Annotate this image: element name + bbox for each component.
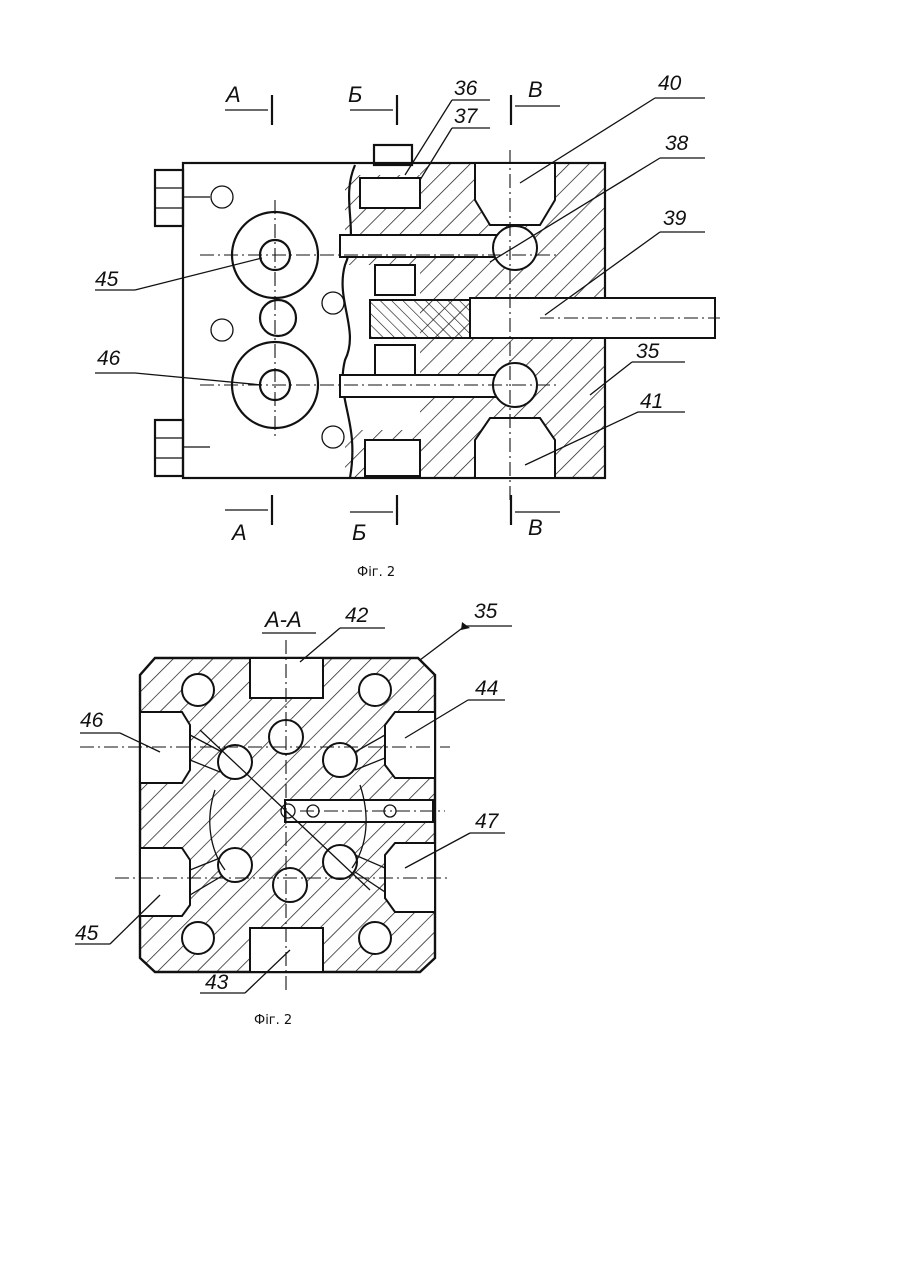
label-39: 39 — [663, 207, 687, 230]
bolt-head-bottom-left — [155, 420, 183, 476]
section-mark-a-bottom: А — [230, 520, 247, 545]
label-41: 41 — [640, 390, 663, 413]
section-mark-v-bottom: В — [528, 515, 543, 540]
label-43: 43 — [205, 971, 229, 994]
ball-valve-top — [493, 226, 537, 270]
label-45: 45 — [95, 268, 119, 291]
label-36: 36 — [454, 77, 478, 100]
top-view-figure: А Б В А Б В 36 37 38 39 40 35 41 45 46 — [95, 72, 720, 545]
label-37: 37 — [454, 105, 479, 128]
section-mark-b-bottom: Б — [352, 520, 366, 545]
label-44: 44 — [475, 677, 498, 700]
label-45-bottom: 45 — [75, 922, 99, 945]
seat-top-40 — [475, 163, 555, 225]
bolt-head-top-left — [155, 170, 183, 226]
label-46-bottom: 46 — [80, 709, 104, 732]
section-mark-a-top: А — [224, 82, 241, 107]
section-title: А-А — [263, 607, 302, 632]
label-35-bottom: 35 — [474, 600, 498, 623]
port-44 — [385, 712, 435, 778]
section-mark-b-top: Б — [348, 82, 362, 107]
label-47: 47 — [475, 810, 500, 833]
section-a-a-figure: А-А 42 35 44 46 47 45 43 — [75, 600, 512, 994]
label-46: 46 — [97, 347, 121, 370]
label-38: 38 — [665, 132, 689, 155]
center-port — [260, 300, 296, 336]
seat-bottom-41 — [475, 418, 555, 478]
piston-38 — [370, 300, 470, 338]
label-40: 40 — [658, 72, 682, 95]
caption-bottom: Фіг. 2 — [254, 1013, 292, 1028]
caption-top: Фіг. 2 — [357, 565, 395, 580]
label-42: 42 — [345, 604, 369, 627]
port-45 — [140, 848, 190, 916]
section-mark-v-top: В — [528, 77, 543, 102]
label-35: 35 — [636, 340, 660, 363]
